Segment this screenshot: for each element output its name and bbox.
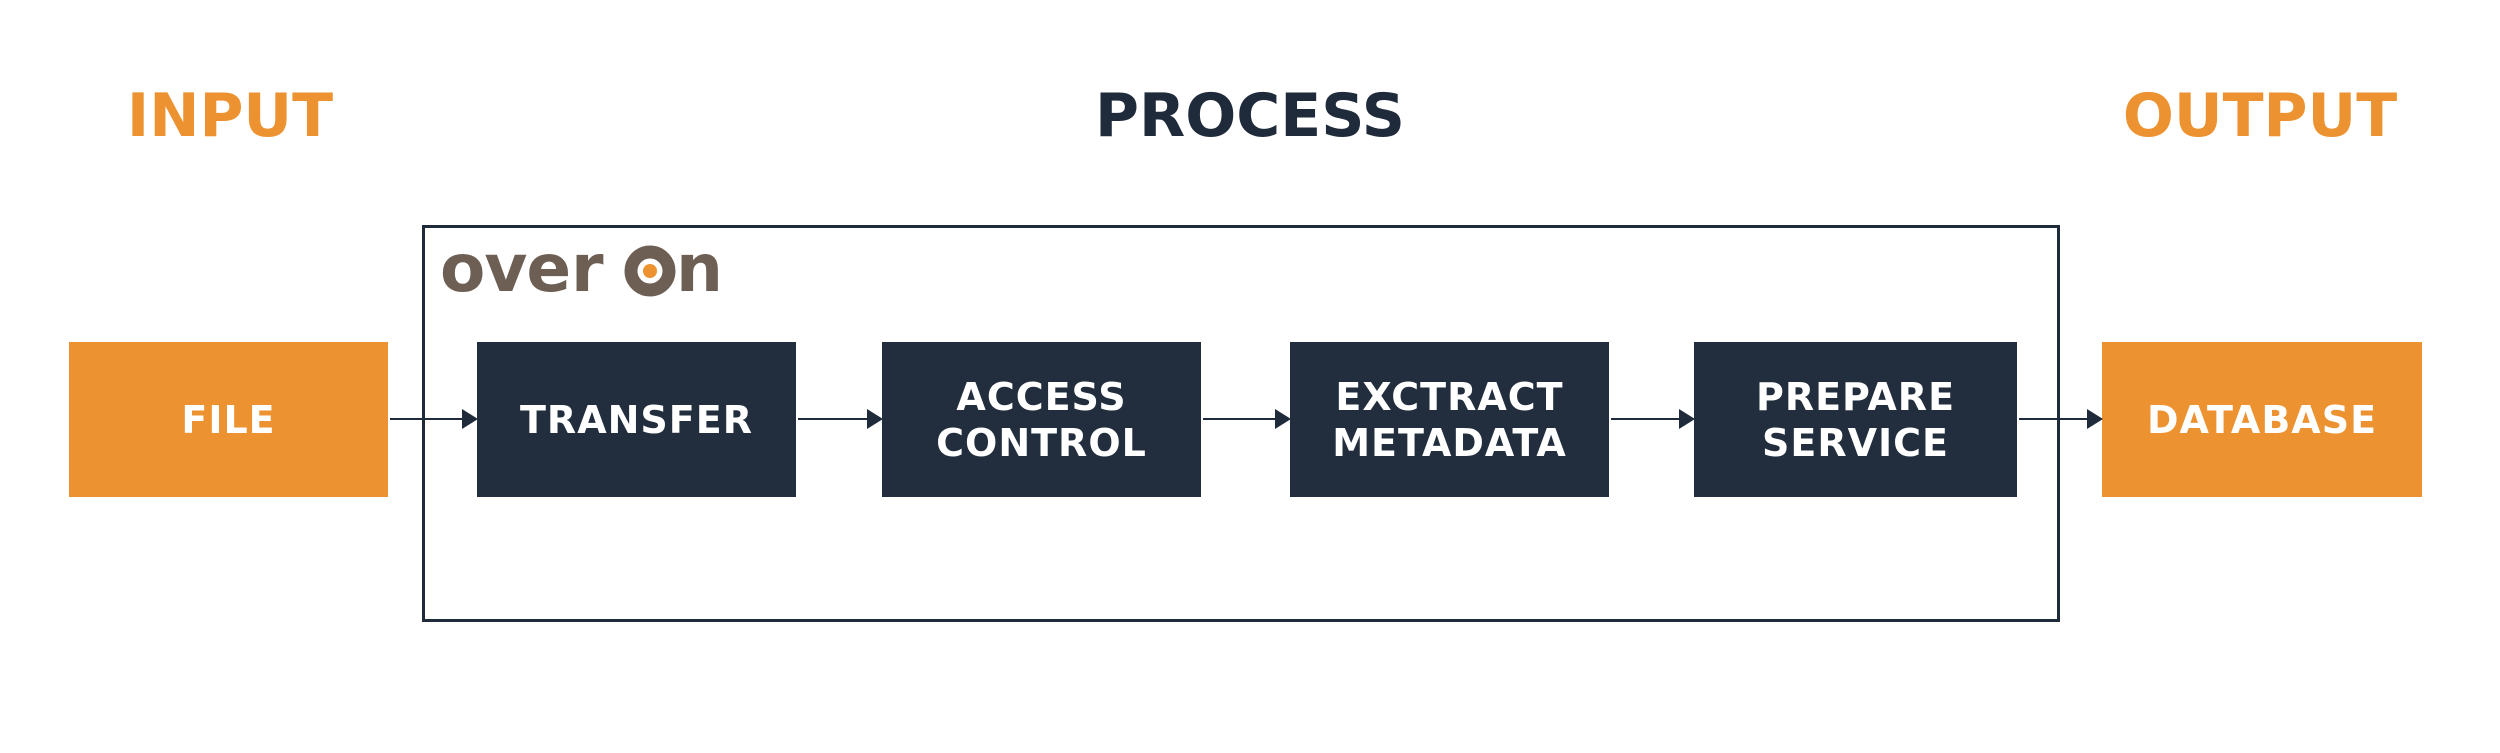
database-box: DATABASE xyxy=(2102,342,2422,497)
file-box: FILE xyxy=(69,342,388,497)
overon-logo: ove r n xyxy=(440,236,723,306)
input-heading: INPUT xyxy=(126,81,334,151)
process-frame xyxy=(422,225,2060,622)
access-control-box: ACCESS CONTROL xyxy=(882,342,1201,497)
extract-metadata-box: EXCTRACT METADATA xyxy=(1290,342,1609,497)
svg-text:ove: ove xyxy=(440,236,570,306)
process-heading: PROCESS xyxy=(1095,81,1405,151)
prepare-service-box: PREPARE SERVICE xyxy=(1694,342,2017,497)
arrowhead-5 xyxy=(2087,409,2103,429)
svg-text:n: n xyxy=(676,236,723,306)
svg-text:r: r xyxy=(571,236,604,306)
transfer-box: TRANSFER xyxy=(477,342,796,497)
output-heading: OUTPUT xyxy=(2122,81,2398,151)
